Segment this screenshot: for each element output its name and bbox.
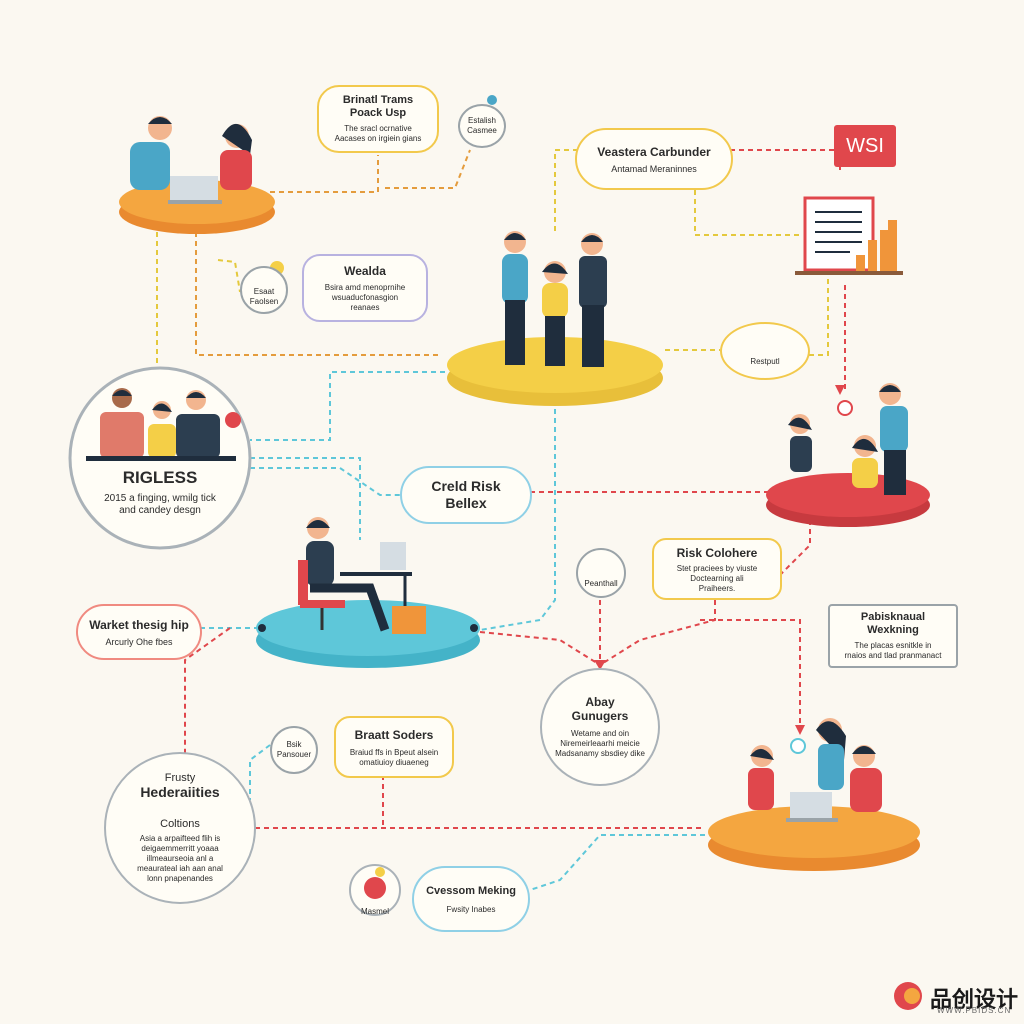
platform-laptop-team: [708, 718, 920, 871]
node-market-thesis[interactable]: Warket thesig hip Arcurly Ohe fbes: [76, 604, 202, 660]
platform-meeting-topleft: [119, 116, 275, 234]
node-establish-label: Estalish Casmee: [467, 116, 497, 135]
watermark-url: WWW.PBIDS.CN: [937, 1006, 1012, 1015]
node-cvessom[interactable]: Cvessom Meking Fwsity Inabes: [412, 866, 530, 932]
node-bik-badge-label: Bsik Pansouer: [276, 740, 312, 759]
node-frusty[interactable]: Frusty Hederaiities Coltions Asia a arpa…: [104, 752, 256, 904]
node-public-walking[interactable]: Pabisknaual Wexkning The placas esnitkle…: [828, 604, 958, 668]
node-risk-coherence-title: Risk Colohere: [676, 545, 758, 560]
node-small-badge[interactable]: Esaat Faolsen: [240, 266, 288, 314]
node-restful[interactable]: Restputl: [720, 322, 810, 380]
node-frusty-title: Hederaiities: [140, 784, 220, 800]
node-wealda-title: Wealda: [344, 264, 386, 278]
node-brand-sorders[interactable]: Braatt Soders Braiud ffs in Bpeut alsein…: [334, 716, 454, 778]
watermark-brand: 品创设计: [930, 987, 1019, 1012]
node-abay[interactable]: Abay Gunugers Wetame and oin Niremeirlea…: [540, 668, 660, 786]
node-risk-coherence[interactable]: Risk Colohere Stet praciees by viuste Do…: [652, 538, 782, 600]
node-brand-sorders-title: Braatt Soders: [354, 727, 434, 742]
node-abay-text: Wetame and oin Niremeirleaarhi meicie Ma…: [555, 729, 645, 758]
people-circle-caption: RIGLESS 2015 a finging, wmilg tick and c…: [80, 468, 240, 517]
node-masmel-label: Masmel: [360, 907, 389, 916]
node-brand-teams-text: The sracl ocrnative Aacases on irgiein g…: [334, 124, 422, 143]
people-circle-title: RIGLESS: [122, 468, 198, 487]
node-public-walking-title: Pabisknaual Wexkning: [860, 611, 926, 636]
node-frusty-text: Asia a arpaifteed flih is deigaemmerritt…: [137, 834, 223, 883]
node-abay-title: Abay Gunugers: [571, 695, 629, 723]
node-penthall[interactable]: Peanthall: [576, 548, 626, 598]
node-frusty-subtitle: Coltions: [160, 818, 200, 830]
node-westera-text: Antamad Meraninnes: [611, 163, 697, 174]
platform-desk-worker: [256, 517, 480, 668]
node-wealda[interactable]: Wealda Bsira amd menoprnihe wsuaducfonas…: [302, 254, 428, 322]
node-brand-teams[interactable]: Brinatl Trams Poack Usp The sracl ocrnat…: [317, 85, 439, 153]
report-chart-illustration: [795, 196, 903, 275]
connector-lines: [156, 149, 846, 891]
watermark-logo: [894, 982, 922, 1010]
node-restful-label: Restputl: [750, 357, 780, 366]
node-public-walking-text: The placas esnitkle in rnaios and tlad p…: [844, 641, 942, 660]
node-small-badge-label: Esaat Faolsen: [249, 287, 279, 306]
node-establish[interactable]: Estalish Casmee: [458, 104, 506, 148]
node-westera[interactable]: Veastera Carbunder Antamad Meraninnes: [575, 128, 733, 190]
node-market-thesis-title: Warket thesig hip: [89, 617, 189, 632]
node-credit-risk[interactable]: Creld Risk Bellex: [400, 466, 532, 524]
people-circle-text: 2015 a finging, wmilg tick and candey de…: [104, 493, 216, 516]
node-westera-title: Veastera Carbunder: [597, 144, 711, 159]
node-penthall-label: Peanthall: [584, 579, 618, 588]
node-brand-teams-title: Brinatl Trams Poack Usp: [342, 94, 414, 119]
node-cvessom-title: Cvessom Meking: [426, 885, 516, 897]
platform-team-center: [447, 231, 663, 406]
platform-collaboration-right: [766, 383, 930, 527]
node-bik-badge[interactable]: Bsik Pansouer: [270, 726, 318, 774]
node-wealda-text: Bsira amd menoprnihe wsuaducfonasgion re…: [324, 283, 406, 312]
arrowheads: [594, 385, 845, 735]
wsl-badge: WSI: [834, 125, 896, 167]
node-brand-sorders-text: Braiud ffs in Bpeut alsein omatiuioy diu…: [349, 747, 439, 767]
node-market-thesis-text: Arcurly Ohe fbes: [105, 636, 173, 647]
node-credit-risk-title: Creld Risk Bellex: [431, 478, 501, 511]
node-risk-coherence-text: Stet praciees by viuste Doctearning ali …: [676, 563, 758, 593]
node-frusty-title-top: Frusty: [164, 772, 196, 784]
node-cvessom-text: Fwsity Inabes: [446, 905, 496, 914]
team-portrait-circle: [68, 366, 252, 550]
